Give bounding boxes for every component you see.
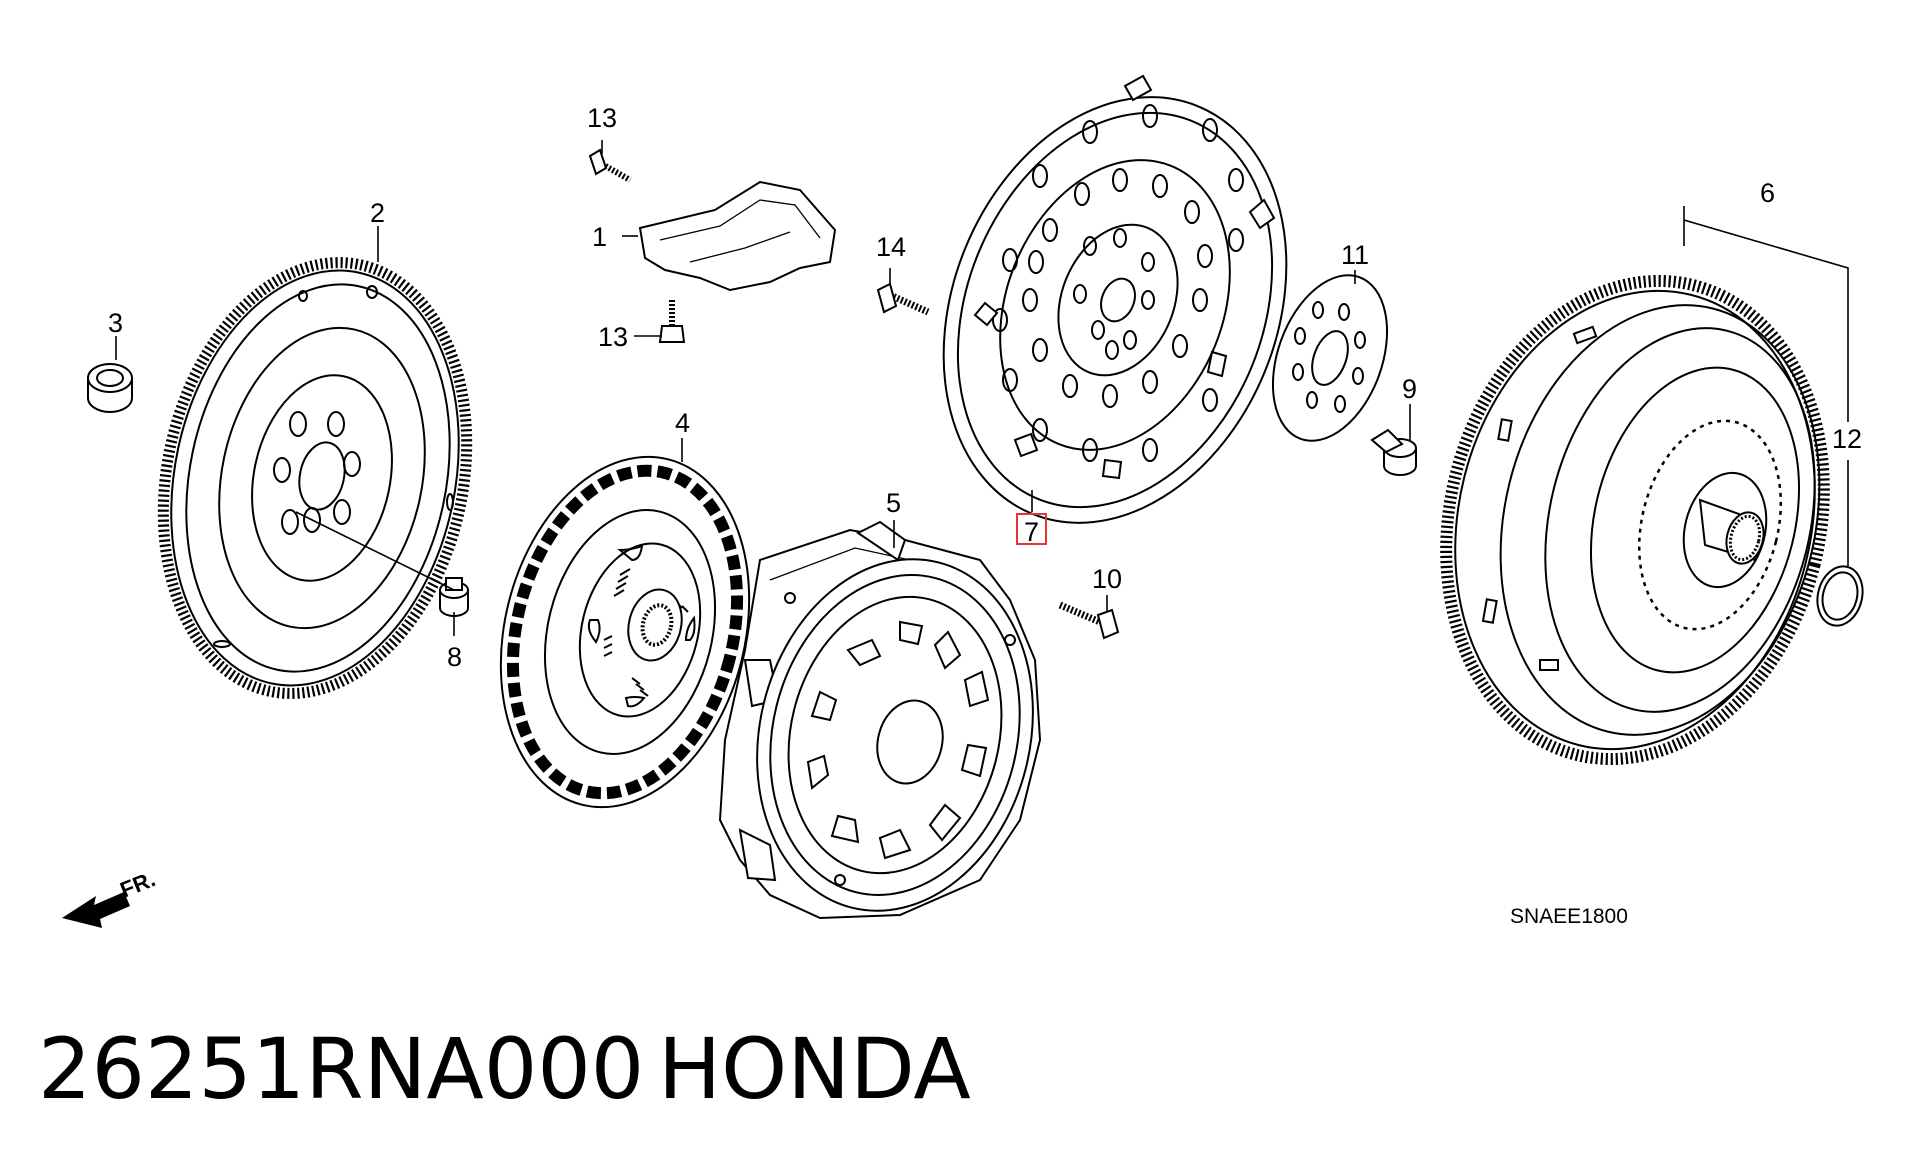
callout-7: 7 [1024,517,1039,547]
callout-9: 9 [1402,374,1417,404]
callout-6: 6 [1760,178,1775,208]
clutch-disc-part [499,455,751,809]
leader-lines [115,140,1849,636]
callout-11: 11 [1341,240,1369,270]
callout-10: 10 [1092,564,1122,594]
part-number: 26251RNA000 [38,1020,644,1118]
callout-12: 12 [1832,424,1862,454]
pressure-plate-part [718,520,1042,920]
flywheel-part [157,257,473,699]
callout-5: 5 [886,488,901,518]
callout-7-highlight [1016,513,1047,545]
pilot-bushing-part [87,363,133,413]
backing-plate-part [1271,274,1389,442]
cover-part [588,148,837,343]
front-direction-label: FR. [117,866,159,902]
drive-plate-bolt-9-part [1370,428,1417,476]
drive-plate-part [942,74,1288,524]
callout-2: 2 [370,198,385,228]
callout-8: 8 [447,642,462,672]
brand-name: HONDA [658,1020,971,1118]
callout-4: 4 [675,408,690,438]
bolt-10-part [1058,601,1120,640]
front-direction-indicator: FR. [62,866,159,928]
diagram-code: SNAEE1800 [1510,905,1628,928]
bolt-14-part [876,282,930,316]
callout-1: 1 [592,222,607,252]
callout-14: 14 [876,232,906,262]
torque-converter-part [1440,274,1830,766]
front-arrow-icon [62,892,130,928]
callout-13-top: 13 [587,103,617,133]
callout-13-bottom: 13 [598,322,628,352]
o-ring-part [1816,565,1864,627]
callout-3: 3 [108,308,123,338]
flywheel-bolt-8-part [439,577,469,617]
